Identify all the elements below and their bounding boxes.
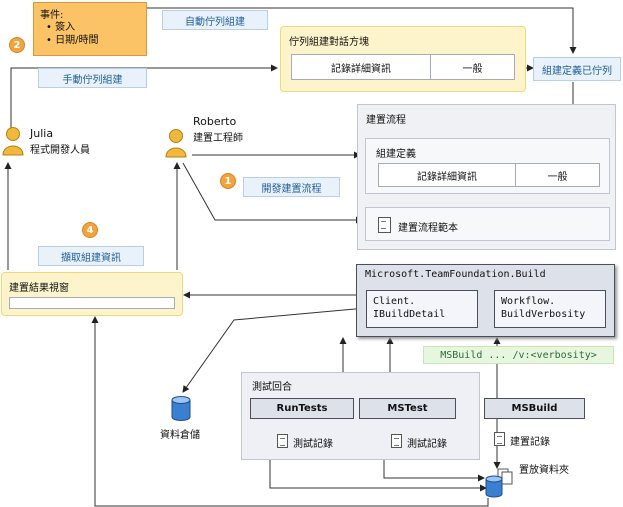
build-log-icon	[494, 432, 505, 446]
julia-person-icon	[2, 126, 24, 156]
build-results-title: 建置結果視窗	[9, 283, 69, 294]
queue-build-dialog: 佇列組建對話方塊 記錄詳細資訊 一般	[280, 26, 526, 92]
buildverbosity-line-1: Workflow.	[501, 296, 556, 307]
roberto-person-icon	[165, 128, 187, 158]
julia-role: 程式開發人員	[30, 145, 90, 156]
ibuilddetail-line-2: IBuildDetail	[373, 309, 446, 320]
test-round-title: 測試回合	[252, 382, 292, 393]
build-definition-log-detail: 記錄詳細資訊	[379, 164, 516, 186]
data-store-icon	[171, 396, 191, 422]
ibuilddetail-line-1: Client.	[373, 296, 416, 307]
roberto-name: Roberto	[193, 115, 237, 128]
build-definition-title: 組建定義	[376, 149, 416, 160]
event-box-title: 事件:	[40, 10, 64, 21]
develop-process-label: 開發建置流程	[243, 177, 340, 197]
build-definition-tabs: 記錄詳細資訊 一般	[378, 163, 600, 187]
teamfoundation-build-title: Microsoft.TeamFoundation.Build	[365, 269, 546, 280]
msbuild-activity: MSBuild	[484, 398, 585, 419]
step-2-badge: 2	[9, 37, 25, 53]
build-definition-general: 一般	[547, 171, 568, 183]
step-1-badge: 1	[220, 173, 236, 189]
test-log-2-icon	[391, 434, 402, 448]
roberto-role: 建置工程師	[193, 133, 243, 144]
auto-queue-label: 自動佇列組建	[162, 10, 268, 30]
buildverbosity-line-2: BuildVerbosity	[501, 309, 586, 320]
build-definition-panel: 組建定義 記錄詳細資訊 一般	[365, 138, 610, 194]
retrieve-info-label: 擷取組建資訊	[38, 246, 144, 266]
test-log-1-icon	[277, 434, 288, 448]
teamfoundation-build-panel: Microsoft.TeamFoundation.Build Client. I…	[356, 264, 615, 337]
build-process-title: 建置流程	[366, 115, 406, 126]
event-box: 事件: • 簽入 • 日期/時間	[33, 2, 147, 56]
drop-folder-label: 置放資料夾	[519, 465, 569, 476]
mstest-activity: MSTest	[359, 398, 456, 419]
template-document-icon	[378, 217, 391, 233]
ibuilddetail-box: Client. IBuildDetail	[366, 290, 478, 328]
runtests-activity: RunTests	[250, 398, 354, 419]
queue-dialog-general: 一般	[462, 63, 483, 75]
build-process-panel: 建置流程 組建定義 記錄詳細資訊 一般 建置流程範本	[357, 104, 616, 250]
msbuild-verbosity-label: MSBuild ... /v:<verbosity>	[423, 346, 614, 364]
data-store-label: 資料倉儲	[160, 430, 200, 441]
definition-queued-label: 組建定義已佇列	[533, 57, 621, 81]
build-results-window: 建置結果視窗	[1, 272, 183, 316]
build-log-label: 建置記錄	[510, 437, 550, 448]
event-item-datetime: • 日期/時間	[46, 35, 99, 46]
manual-queue-label: 手動佇列組建	[38, 68, 147, 88]
buildverbosity-box: Workflow. BuildVerbosity	[494, 290, 606, 328]
queue-dialog-log-detail: 記錄詳細資訊	[292, 55, 431, 79]
event-item-checkin: • 簽入	[46, 22, 76, 33]
test-log-1-label: 測試記錄	[293, 439, 333, 450]
build-process-template-label: 建置流程範本	[398, 223, 458, 234]
julia-name: Julia	[30, 127, 54, 140]
build-results-field	[9, 297, 175, 309]
build-process-template: 建置流程範本	[365, 207, 610, 241]
queue-dialog-tabs: 記錄詳細資訊 一般	[291, 54, 515, 80]
queue-dialog-title: 佇列組建對話方塊	[289, 37, 369, 48]
test-log-2-label: 測試記錄	[407, 439, 447, 450]
drop-folder-icon	[484, 467, 518, 499]
step-4-badge: 4	[82, 222, 98, 238]
